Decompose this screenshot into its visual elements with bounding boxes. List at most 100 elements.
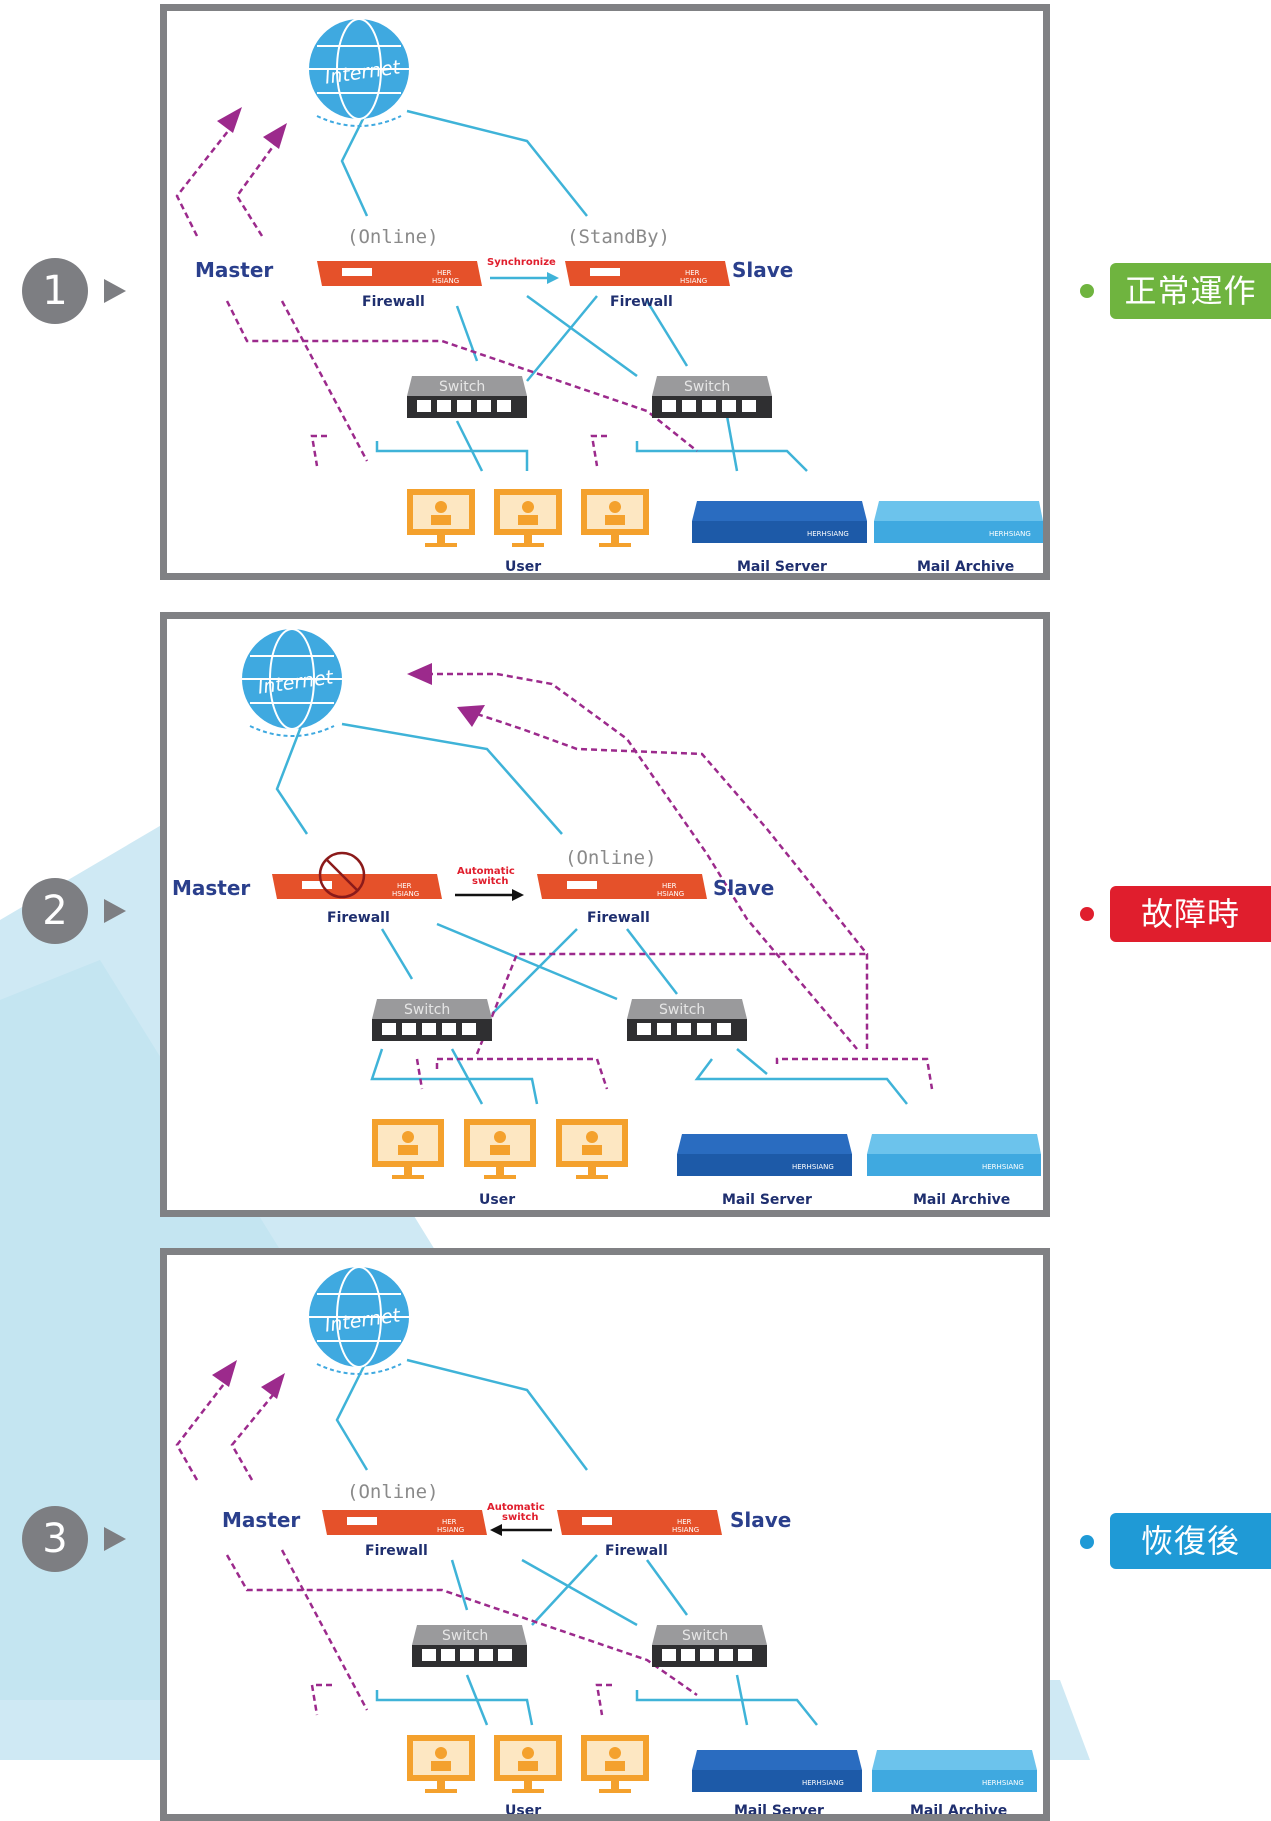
internet-globe-icon: Internet (309, 1266, 409, 1375)
panel-fault: Internet (Online) Master Slave HER HSIAN… (160, 612, 1050, 1217)
master-firewall-label: Firewall (365, 1543, 428, 1559)
mail-server-icon: HERHSIANG (692, 501, 867, 543)
user-label: User (505, 559, 541, 573)
step-number-1: 1 (22, 258, 88, 324)
failure-icon (318, 851, 366, 899)
slave-firewall-icon: HER HSIANG (537, 874, 707, 899)
master-state: (Online) (347, 1481, 439, 1503)
flow-arrow-icon (457, 705, 485, 727)
master-label: Master (172, 876, 250, 900)
step-number-3: 3 (22, 1506, 88, 1572)
flow-arrow-icon (263, 123, 287, 149)
svg-text:Switch: Switch (682, 1628, 728, 1644)
svg-text:HSIANG: HSIANG (437, 1526, 464, 1534)
svg-text:HERHSIANG: HERHSIANG (807, 530, 849, 538)
svg-text:HERHSIANG: HERHSIANG (989, 530, 1031, 538)
mail-server-label: Mail Server (722, 1192, 812, 1208)
switch-icon: Switch (652, 1625, 767, 1667)
svg-text:HSIANG: HSIANG (657, 890, 684, 898)
master-firewall-icon: HER HSIANG (317, 261, 482, 286)
svg-text:HERHSIANG: HERHSIANG (982, 1779, 1024, 1787)
mail-archive-icon: HERHSIANG (867, 1134, 1041, 1176)
switch-word-label: switch (472, 876, 508, 887)
user-pc-icon (581, 489, 649, 547)
diagram-normal: Internet (Online) (StandBy) Master Slave… (175, 18, 1043, 573)
master-firewall-icon: HER HSIANG (272, 874, 442, 899)
status-dot (1080, 907, 1094, 921)
svg-text:HERHSIANG: HERHSIANG (792, 1163, 834, 1171)
internet-globe-icon: Internet (242, 628, 342, 737)
switch-icon: Switch (412, 1625, 527, 1667)
switch-icon: Switch (627, 999, 747, 1041)
svg-text:Switch: Switch (404, 1002, 450, 1018)
flow-arrow-icon (212, 1360, 237, 1387)
step-arrow-icon (104, 1527, 126, 1551)
svg-text:HSIANG: HSIANG (432, 277, 459, 285)
slave-firewall-label: Firewall (610, 294, 673, 310)
step-number-2: 2 (22, 878, 88, 944)
step-arrow-icon (104, 899, 126, 923)
user-pc-icon (556, 1119, 628, 1179)
network-links (275, 722, 908, 1105)
diagram-fault: Internet (Online) Master Slave HER HSIAN… (172, 628, 1041, 1208)
svg-text:Switch: Switch (659, 1002, 705, 1018)
user-pc-icon (407, 489, 475, 547)
svg-text:HSIANG: HSIANG (672, 1526, 699, 1534)
svg-text:HER: HER (397, 882, 412, 890)
user-pc-icon (372, 1119, 444, 1179)
mail-archive-icon: HERHSIANG (874, 501, 1043, 543)
slave-firewall-icon: HER HSIANG (557, 1510, 722, 1535)
user-label: User (505, 1803, 541, 1814)
status-badge-fault: 故障時 (1110, 886, 1271, 942)
svg-text:HER: HER (677, 1518, 692, 1526)
arrow-head-icon (490, 1524, 502, 1536)
synchronize-label: Synchronize (487, 257, 556, 268)
network-links (340, 109, 808, 472)
mail-server-label: Mail Server (737, 559, 827, 573)
slave-state: (StandBy) (567, 226, 670, 248)
master-label: Master (222, 1508, 300, 1532)
user-pc-icon (407, 1735, 475, 1793)
svg-text:Switch: Switch (442, 1628, 488, 1644)
automatic-label: Automatic (487, 1502, 545, 1513)
mail-server-label: Mail Server (734, 1803, 824, 1814)
svg-text:HSIANG: HSIANG (680, 277, 707, 285)
mail-archive-label: Mail Archive (913, 1192, 1010, 1208)
switch-icon: Switch (372, 999, 492, 1041)
step-arrow-icon (104, 279, 126, 303)
svg-text:Switch: Switch (684, 379, 730, 395)
panel-recovered: Internet (Online) Master Slave HER HSIAN… (160, 1248, 1050, 1821)
network-links (335, 1358, 818, 1726)
slave-firewall-label: Firewall (587, 910, 650, 926)
user-pc-icon (581, 1735, 649, 1793)
slave-firewall-label: Firewall (605, 1543, 668, 1559)
flow-arrow-icon (261, 1373, 285, 1399)
svg-text:HERHSIANG: HERHSIANG (802, 1779, 844, 1787)
flow-arrow-icon (407, 663, 432, 685)
mail-server-icon: HERHSIANG (692, 1750, 862, 1792)
user-pc-icon (494, 489, 562, 547)
user-label: User (479, 1192, 515, 1208)
flow-arrow-icon (217, 107, 242, 133)
slave-label: Slave (730, 1508, 791, 1532)
status-badge-recovered: 恢復後 (1110, 1513, 1271, 1569)
slave-label: Slave (713, 876, 774, 900)
svg-text:HERHSIANG: HERHSIANG (982, 1163, 1024, 1171)
status-dot (1080, 1535, 1094, 1549)
user-pc-icon (494, 1735, 562, 1793)
svg-text:HER: HER (437, 269, 452, 277)
switch-icon: Switch (407, 376, 527, 418)
traffic-flows (175, 1379, 698, 1716)
status-dot (1080, 284, 1094, 298)
mail-archive-label: Mail Archive (910, 1803, 1007, 1814)
automatic-label: Automatic (457, 866, 515, 877)
mail-archive-icon: HERHSIANG (872, 1750, 1037, 1792)
status-badge-normal: 正常運作 (1110, 263, 1271, 319)
svg-text:HER: HER (442, 1518, 457, 1526)
svg-text:Switch: Switch (439, 379, 485, 395)
master-firewall-icon: HER HSIANG (322, 1510, 487, 1535)
master-label: Master (195, 258, 273, 282)
switch-word-label: switch (502, 1512, 538, 1523)
switch-icon: Switch (652, 376, 772, 418)
slave-state: (Online) (565, 847, 657, 869)
